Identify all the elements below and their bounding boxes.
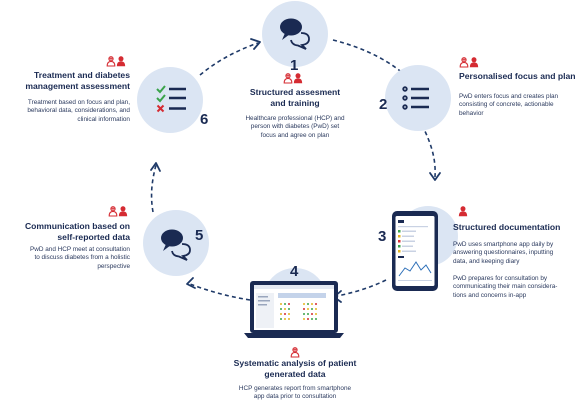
- step-5-title-line: self-reported data: [57, 231, 130, 242]
- step-5-title: Communication based on self-reported dat…: [0, 221, 130, 242]
- step-3-desc2-line: communicating their main considera-: [453, 283, 558, 291]
- step-1-desc-line: Healthcare professional (HCP) and: [245, 115, 345, 122]
- step-3-desc-line: answering questionnaires, inputting: [453, 249, 554, 257]
- step-1-desc-line: focus and agree on plan: [260, 131, 330, 139]
- step-5-desc-line: PwD and HCP meet at consultation: [29, 246, 130, 253]
- arrow-5-to-6: [150, 164, 157, 213]
- step-2-number: 2: [379, 96, 388, 113]
- person-icon-step1-hcp: [283, 73, 293, 84]
- step-1-node: [262, 1, 328, 67]
- step-1-title-line: Structured assesment: [249, 87, 341, 97]
- person-icon-step5-pwd: [118, 206, 128, 217]
- speech-bubbles-icon: [280, 18, 310, 50]
- step-6-description: Treatment based on focus and plan, behav…: [0, 99, 130, 124]
- step-6-node: [137, 67, 203, 133]
- step-5-title-line: Communication based on: [24, 221, 130, 231]
- step-2-title: Personalised focus and plan: [459, 71, 587, 82]
- step-5-description: PwD and HCP meet at consultation to disc…: [0, 246, 130, 271]
- arrow-4-to-5: [189, 283, 251, 301]
- step-6-number: 6: [200, 111, 209, 128]
- step-3-desc-line: PwD uses smartphone app daily by: [453, 241, 554, 248]
- step-2-description: PwD enters focus and creates plan consis…: [459, 93, 587, 118]
- step-4-title: Systematic analysis of patient generated…: [205, 358, 385, 379]
- step-4-title-line: generated data: [264, 368, 326, 379]
- step-5-desc-line: perspective: [97, 262, 130, 270]
- step-1-description: Healthcare professional (HCP) and person…: [214, 115, 376, 140]
- step-6-title-line: Treatment and diabetes: [34, 70, 130, 80]
- step-6-desc-line: clinical information: [77, 115, 130, 123]
- person-icon-step2-pwd: [469, 57, 479, 68]
- person-icon-step1-pwd: [293, 73, 303, 84]
- smartphone-app-icon: [392, 211, 438, 291]
- checklist-icon: [156, 85, 186, 113]
- laptop-report-icon: [244, 281, 344, 338]
- step-3-title: Structured documentation: [453, 222, 587, 233]
- person-icon-step2-hcp: [459, 57, 469, 68]
- arrow-6-to-1: [199, 42, 259, 76]
- step-4-title-line: Systematic analysis of patient: [233, 358, 357, 368]
- step-1-number: 1: [290, 57, 299, 74]
- step-6-title-line: management assessment: [25, 80, 130, 91]
- arrow-3-to-4: [336, 279, 387, 297]
- person-icon-step4-hcp: [290, 347, 300, 358]
- step-1-title: Structured assesment and training: [214, 87, 376, 108]
- step-2-title-line: Personalised focus and plan: [459, 71, 576, 81]
- arrow-1-to-2: [332, 39, 409, 79]
- speech-bubbles-icon: [161, 229, 191, 261]
- step-3-desc2-line: PwD prepares for consultation by: [453, 275, 548, 282]
- person-icon-step5-hcp: [108, 206, 118, 217]
- step-3-desc-line: data, and keeping diary: [453, 257, 520, 265]
- arrow-2-to-3: [421, 124, 436, 178]
- person-icon-step3-pwd: [458, 206, 468, 217]
- step-2-desc-line: behavior: [459, 109, 484, 117]
- step-4-description: HCP generates report from smartphone app…: [205, 385, 385, 402]
- step-4-node: [244, 268, 344, 338]
- person-icon-step6-pwd: [116, 56, 126, 67]
- step-3-description: PwD uses smartphone app daily by answeri…: [453, 241, 587, 266]
- step-5-desc-line: to discuss diabetes from a holistic: [34, 254, 130, 262]
- step-4-desc-line: app data prior to consultation: [253, 393, 337, 401]
- step-3-number: 3: [378, 228, 387, 245]
- step-1-desc-line: person with diabetes (PwD) set: [250, 123, 340, 131]
- step-6-desc-line: behavioral data, considerations, and: [27, 107, 130, 115]
- step-5-node: [143, 210, 209, 276]
- step-4-desc-line: HCP generates report from smartphone: [238, 385, 352, 392]
- step-4-number: 4: [290, 263, 299, 280]
- step-2-node: [385, 65, 451, 131]
- person-icon-step6-hcp: [106, 56, 116, 67]
- step-3-description-2: PwD prepares for consultation by communi…: [453, 275, 587, 300]
- cycle-arrows: [150, 39, 436, 301]
- step-2-desc-line: consisting of concrete, actionable: [459, 101, 554, 109]
- step-3-desc2-line: tions and concerns in-app: [453, 291, 527, 299]
- step-3-title-line: Structured documentation: [453, 222, 561, 232]
- step-1-title-line: and training: [270, 97, 320, 108]
- step-5-number: 5: [195, 227, 204, 244]
- step-3-node: [392, 206, 458, 291]
- step-2-desc-line: PwD enters focus and creates plan: [459, 93, 559, 100]
- step-6-title: Treatment and diabetes management assess…: [0, 70, 130, 91]
- bullet-list-icon: [402, 86, 429, 110]
- step-6-desc-line: Treatment based on focus and plan,: [27, 99, 130, 106]
